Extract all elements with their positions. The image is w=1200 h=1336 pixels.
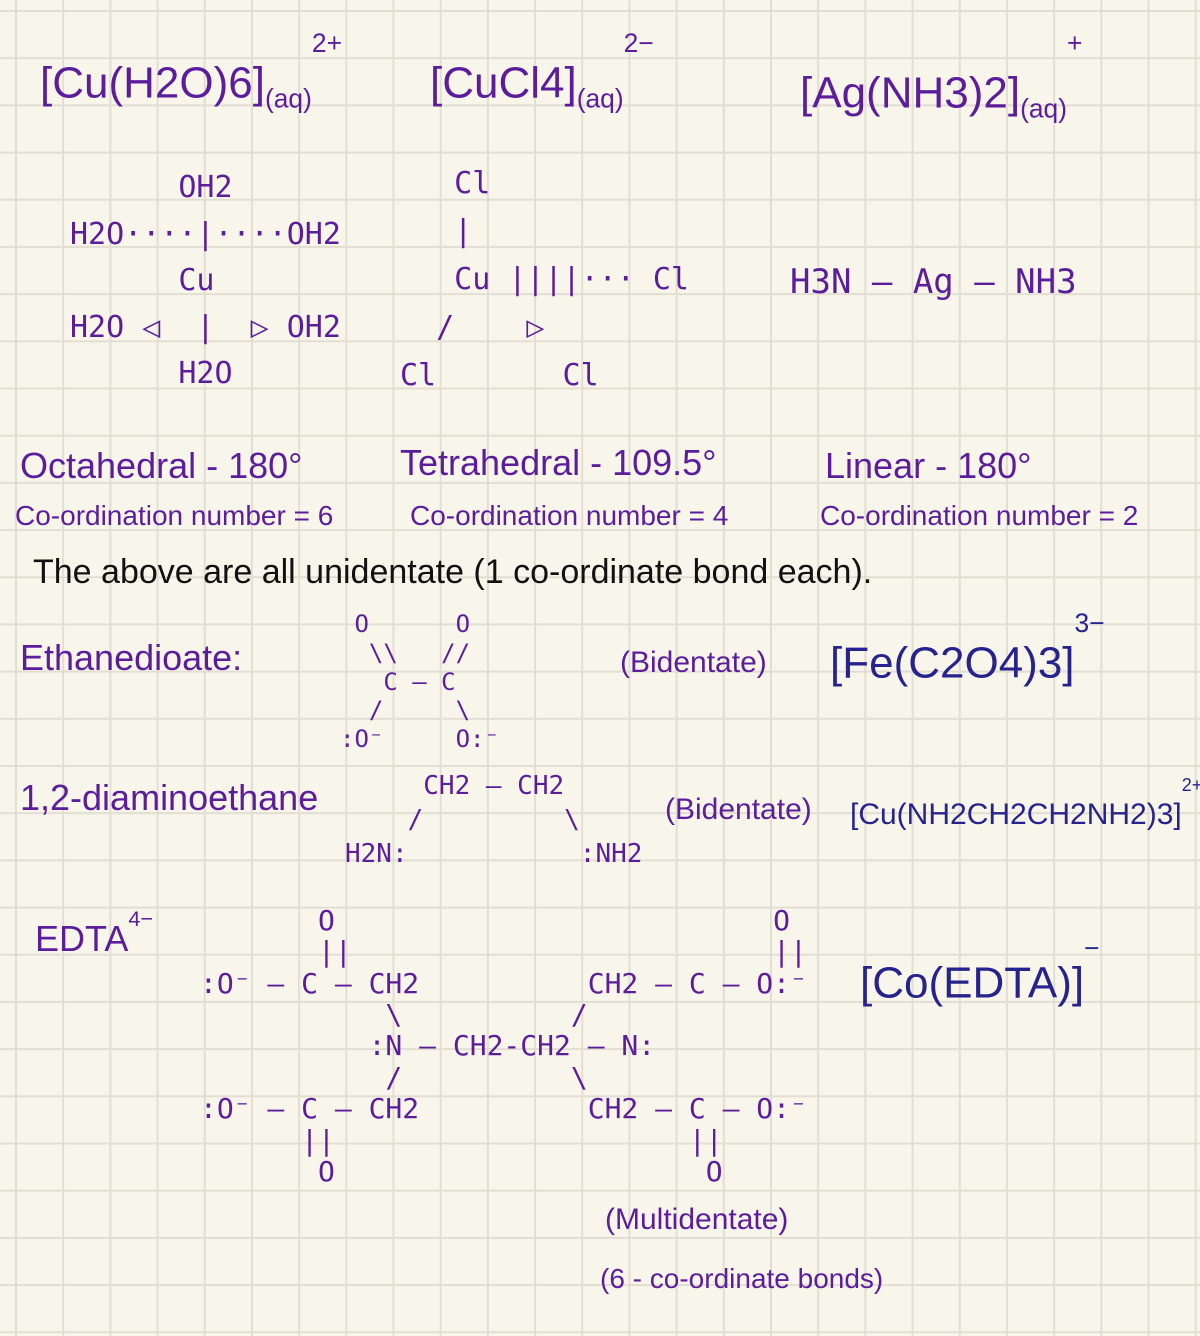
charge: 3− bbox=[1074, 608, 1105, 638]
charge: 4− bbox=[128, 906, 153, 931]
diaminoethane-structure: CH2 — CH2 / \ H2N: :NH2 bbox=[345, 771, 643, 869]
six-bonds-label: (6 - co-ordinate bonds) bbox=[600, 1263, 884, 1294]
shape-tetrahedral: Tetrahedral - 109.5° bbox=[400, 442, 717, 483]
ligand-diaminoethane-name: 1,2-diaminoethane bbox=[20, 777, 319, 818]
formula-co-edta: [Co(EDTA)]− bbox=[860, 935, 1100, 1008]
multidentate-label: (Multidentate) bbox=[605, 1203, 789, 1236]
ligand-edta-name: EDTA4− bbox=[35, 908, 153, 959]
charge: + bbox=[1067, 28, 1083, 58]
cn-4: Co-ordination number = 4 bbox=[410, 500, 729, 531]
state: (aq) bbox=[264, 83, 312, 114]
formula-fe-ox3: [Fe(C2O4)3]3− bbox=[830, 610, 1105, 688]
linear-structure: H3N — Ag — NH3 bbox=[790, 262, 1077, 302]
charge: 2+ bbox=[311, 28, 342, 58]
formula-ag-nh3-2: [Ag(NH3)2](aq) + bbox=[800, 30, 1082, 124]
charge: 2− bbox=[623, 28, 654, 58]
state: (aq) bbox=[576, 83, 624, 114]
cn-6: Co-ordination number = 6 bbox=[15, 500, 334, 531]
formula: [Cu(NH2CH2CH2NH2)3] bbox=[850, 798, 1182, 831]
name: EDTA bbox=[35, 918, 129, 959]
unidentate-note: The above are all unidentate (1 co-ordin… bbox=[33, 553, 873, 591]
formula: [Cu(H2O)6] bbox=[40, 58, 265, 108]
tetrahedral-structure: Cl | Cu ||||··· Cl / ▷ Cl Cl bbox=[400, 166, 689, 393]
octahedral-structure: OH2 H2O····|····OH2 Cu H2O ◁ | ▷ OH2 H2O bbox=[70, 170, 341, 391]
bidentate-label: (Bidentate) bbox=[620, 646, 767, 679]
edta-structure: O O || || :O⁻ — C — CH2 CH2 — C — O:⁻ \ … bbox=[200, 904, 807, 1188]
shape-octahedral: Octahedral - 180° bbox=[20, 445, 303, 486]
charge: 2+ bbox=[1181, 775, 1200, 795]
formula-cu-h2o6: [Cu(H2O)6](aq) 2+ bbox=[40, 30, 342, 114]
ethanedioate-structure: O O \\ // C — C / \ :O⁻ O:⁻ bbox=[340, 610, 499, 754]
shape-linear: Linear - 180° bbox=[825, 445, 1032, 486]
bidentate-label: (Bidentate) bbox=[665, 793, 812, 826]
formula-cucl4: [CuCl4](aq) 2− bbox=[430, 30, 654, 114]
ligand-ethanedioate-name: Ethanedioate: bbox=[20, 637, 243, 678]
formula: [Fe(C2O4)3] bbox=[830, 638, 1075, 688]
formula: [Co(EDTA)] bbox=[860, 958, 1085, 1008]
cn-2: Co-ordination number = 2 bbox=[820, 500, 1139, 531]
state: (aq) bbox=[1020, 93, 1068, 124]
formula: [CuCl4] bbox=[430, 58, 577, 108]
charge: − bbox=[1084, 933, 1100, 963]
formula-cu-en3: [Cu(NH2CH2CH2NH2)3] 2+ bbox=[850, 776, 1200, 831]
formula: [Ag(NH3)2] bbox=[800, 68, 1021, 118]
